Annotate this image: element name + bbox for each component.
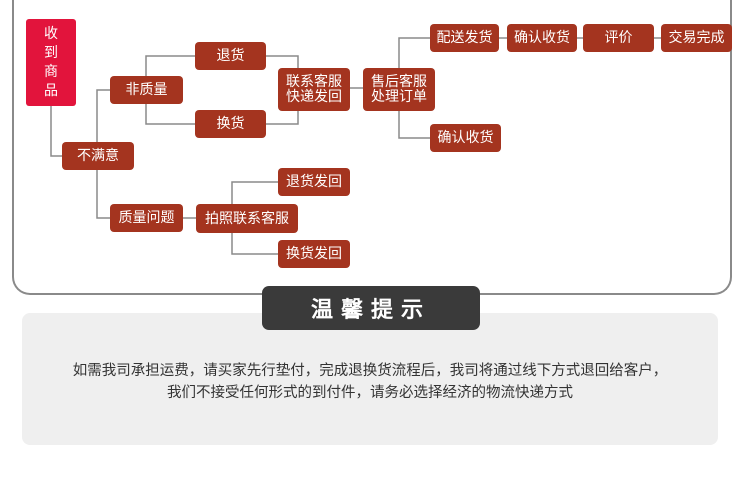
- node-contact-service-ship-back: 联系客服 快递发回: [278, 68, 350, 111]
- node-quality-issue: 质量问题: [110, 204, 183, 232]
- start-char: 品: [44, 82, 58, 99]
- node-ship-out: 配送发货: [430, 24, 499, 52]
- node-exchange-ship-back: 换货发回: [278, 240, 350, 268]
- start-char: 到: [44, 44, 58, 61]
- tips-title: 温馨提示: [262, 286, 480, 330]
- start-char: 商: [44, 63, 58, 80]
- node-return-ship-back: 退货发回: [278, 168, 350, 196]
- tips-line-1: 如需我司承担运费，请买家先行垫付，完成退换货流程后，我司将通过线下方式退回给客户…: [72, 363, 668, 379]
- tips-text: 如需我司承担运费，请买家先行垫付，完成退换货流程后，我司将通过线下方式退回给客户…: [22, 360, 718, 404]
- start-node-received-goods: 收 到 商 品: [26, 19, 76, 106]
- node-exchange-goods: 换货: [195, 110, 266, 138]
- node-photo-contact-service: 拍照联系客服: [196, 204, 298, 233]
- node-return-goods: 退货: [195, 42, 266, 70]
- start-char: 收: [44, 25, 58, 42]
- node-confirm-receipt: 确认收货: [507, 24, 577, 52]
- node-non-quality: 非质量: [110, 76, 183, 104]
- node-review: 评价: [583, 24, 654, 52]
- node-dissatisfied: 不满意: [62, 142, 134, 170]
- node-after-sales-process: 售后客服 处理订单: [363, 68, 435, 111]
- tips-line-2: 我们不接受任何形式的到付件，请务必选择经济的物流快递方式: [167, 385, 573, 401]
- node-line: 售后客服: [371, 73, 427, 90]
- node-deal-done: 交易完成: [661, 24, 732, 52]
- node-line: 快递发回: [286, 88, 342, 105]
- node-line: 联系客服: [286, 73, 342, 90]
- node-confirm-receipt-2: 确认收货: [430, 124, 501, 152]
- tips-box: [22, 313, 718, 445]
- node-line: 处理订单: [371, 88, 427, 105]
